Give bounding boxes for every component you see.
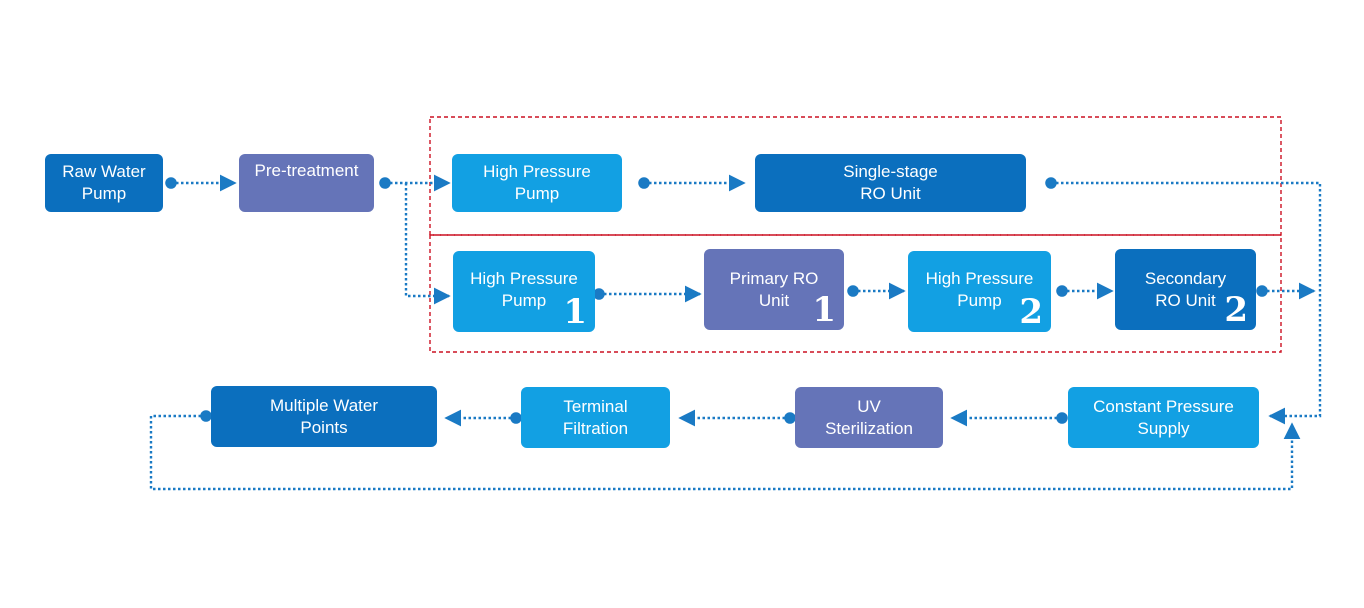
single-hp-pump-line-1: High Pressure xyxy=(483,162,591,181)
constant-pressure-line-1: Constant Pressure xyxy=(1093,396,1234,416)
multiple-water-points-box: Multiple Water Points xyxy=(211,386,437,447)
terminal-filtration-line-1: Terminal xyxy=(563,396,628,416)
primary-ro-line-2: Unit xyxy=(758,291,790,310)
pretreatment-label: Pre-treatment xyxy=(254,161,359,180)
secondary-ro-box: Secondary RO Unit 2 xyxy=(1115,249,1256,330)
secondary-ro-line-1: Secondary xyxy=(1144,269,1227,288)
uv-sterilization-line-2: Sterilization xyxy=(825,418,913,438)
hp-pump-1-box: High Pressure Pump 1 xyxy=(453,251,595,332)
primary-ro-stage-number: 1 xyxy=(812,290,836,330)
primary-ro-box: Primary RO Unit 1 xyxy=(704,249,844,330)
hp-pump-1-stage-number: 1 xyxy=(563,292,587,332)
arrow-branch-to-hp-pump-1 xyxy=(404,183,451,305)
terminal-filtration-box: Terminal Filtration xyxy=(521,387,670,448)
hp-pump-2-line-2: Pump xyxy=(957,291,1002,310)
terminal-filtration-line-2: Filtration xyxy=(562,418,629,438)
constant-pressure-supply-box: Constant Pressure Supply xyxy=(1068,387,1259,448)
single-stage-ro-line-1: Single-stage xyxy=(843,162,938,181)
hp-pump-1-line-1: High Pressure xyxy=(470,269,578,288)
constant-pressure-line-2: Supply xyxy=(1137,418,1190,438)
single-hp-pump-line-2: Pump xyxy=(514,184,560,203)
single-stage-ro-line-2: RO Unit xyxy=(860,184,921,203)
single-hp-pump-box: High Pressure Pump xyxy=(452,154,622,212)
hp-pump-2-box: High Pressure Pump 2 xyxy=(908,251,1051,332)
hp-pump-2-line-1: High Pressure xyxy=(925,269,1034,288)
primary-ro-line-1: Primary RO xyxy=(729,269,819,288)
pretreatment-box: Pre-treatment xyxy=(239,154,374,212)
secondary-ro-line-2: RO Unit xyxy=(1155,291,1216,310)
hp-pump-1-line-2: Pump xyxy=(501,291,547,310)
uv-sterilization-line-1: UV xyxy=(857,396,881,416)
raw-water-pump-line-1: Raw Water xyxy=(62,162,146,181)
raw-water-pump-box: Raw Water Pump xyxy=(45,154,163,212)
raw-water-pump-line-2: Pump xyxy=(81,184,127,203)
uv-sterilization-box: UV Sterilization xyxy=(795,387,943,448)
hp-pump-2-stage-number: 2 xyxy=(1019,292,1043,332)
secondary-ro-stage-number: 2 xyxy=(1224,290,1248,330)
double-stage-option-border xyxy=(429,234,1282,353)
multiple-water-points-line-1: Multiple Water xyxy=(269,395,378,415)
multiple-water-points-line-2: Points xyxy=(300,417,348,437)
arrow-return-loop xyxy=(149,410,1301,491)
single-stage-ro-box: Single-stage RO Unit xyxy=(755,154,1026,212)
